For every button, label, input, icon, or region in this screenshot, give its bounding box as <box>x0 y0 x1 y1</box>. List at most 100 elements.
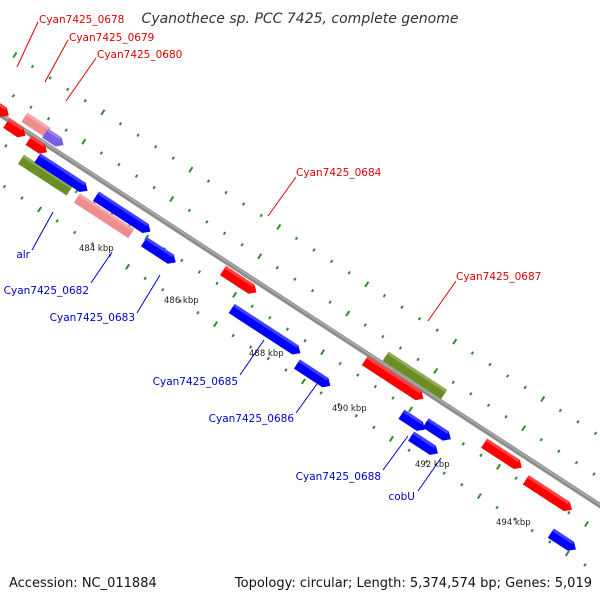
tick-mark <box>320 349 326 356</box>
tick-mark <box>328 300 332 304</box>
tick-mark <box>83 99 87 103</box>
gene-0684-shape[interactable] <box>219 265 260 297</box>
gene-0689-shape[interactable] <box>481 438 525 472</box>
gene-label-0680[interactable]: Cyan7425_0680 <box>97 49 182 61</box>
gene-0679-shape[interactable] <box>25 135 50 157</box>
gene-0685-shape[interactable] <box>228 303 304 358</box>
gene-0680-shape[interactable] <box>42 128 66 150</box>
gene-0685[interactable] <box>228 303 304 358</box>
tick-mark <box>356 373 360 377</box>
gene-0678-shape[interactable] <box>21 112 51 138</box>
gene-0682-highlight <box>78 193 135 232</box>
gene-0687-bar-shape[interactable] <box>382 351 448 400</box>
gene-0687-bar[interactable] <box>382 351 448 400</box>
gene-label-alr[interactable]: alr <box>16 249 30 261</box>
gene-cobU-highlight <box>412 431 436 449</box>
gene-0677-shape[interactable] <box>0 90 12 120</box>
callout-lines <box>16 21 457 492</box>
tick-mark <box>460 482 464 487</box>
gene-0689-highlight <box>485 438 520 463</box>
tick-mark <box>293 277 297 282</box>
tick-mark <box>452 338 458 345</box>
gene-0679[interactable] <box>25 135 50 157</box>
gene-label-0684[interactable]: Cyan7425_0684 <box>296 167 382 179</box>
tick-mark <box>213 321 218 328</box>
gene-0687-shape[interactable] <box>361 355 427 403</box>
tick-mark <box>30 64 35 69</box>
gene-0688-highlight <box>402 409 423 425</box>
gene-features <box>0 90 579 554</box>
gene-0681-shape[interactable] <box>34 153 90 195</box>
callout-0680 <box>65 57 97 102</box>
gene-0678[interactable] <box>21 112 51 138</box>
tick-mark <box>117 162 121 167</box>
tick-mark <box>442 471 446 475</box>
tick-mark <box>4 143 8 148</box>
tick-mark <box>55 219 59 223</box>
gene-0681[interactable] <box>34 153 90 195</box>
gene-0683-shape[interactable] <box>92 191 153 237</box>
gene-0683b-highlight <box>145 237 174 258</box>
callout-0683 <box>136 274 161 314</box>
gene-0690[interactable] <box>522 475 575 514</box>
tick-mark <box>81 138 87 145</box>
gene-0686[interactable] <box>293 359 334 390</box>
gene-0690-shape[interactable] <box>522 475 575 514</box>
gene-0686-highlight <box>298 359 329 381</box>
gene-0683b-shape[interactable] <box>140 237 179 267</box>
gene-label-0682[interactable]: Cyan7425_0682 <box>4 285 89 297</box>
gene-cobU[interactable] <box>408 431 441 458</box>
gene-cobU-shape[interactable] <box>408 431 441 458</box>
tick-mark <box>336 402 341 407</box>
gene-0684[interactable] <box>219 265 260 297</box>
tick-mark <box>391 396 395 400</box>
gene-0687-bar-highlight <box>386 351 448 393</box>
tick-mark <box>381 334 385 339</box>
tick-mark <box>451 380 455 385</box>
gene-0683b[interactable] <box>140 237 179 267</box>
tick-mark <box>143 276 147 281</box>
tick-mark <box>530 528 534 533</box>
gene-label-0678[interactable]: Cyan7425_0678 <box>39 14 124 26</box>
gene-0682[interactable] <box>73 193 135 239</box>
gene-0680[interactable] <box>42 128 66 150</box>
gene-0689[interactable] <box>481 438 525 472</box>
gene-label-cobU[interactable]: cobU <box>388 491 415 503</box>
gene-label-0686[interactable]: Cyan7425_0686 <box>209 413 295 425</box>
tick-mark <box>504 414 508 419</box>
gene-0688-shape[interactable] <box>398 409 427 435</box>
tick-mark <box>319 391 323 395</box>
tick-mark <box>196 310 200 315</box>
gene-label-0679[interactable]: Cyan7425_0679 <box>69 32 154 44</box>
tick-mark <box>382 293 387 298</box>
gene-0688b-shape[interactable] <box>422 418 454 444</box>
tick-mark <box>407 448 411 453</box>
tick-mark <box>224 190 228 195</box>
tick-mark <box>558 408 562 413</box>
tick-mark <box>496 463 501 470</box>
tick-mark <box>240 243 244 247</box>
gene-0691[interactable] <box>547 528 579 554</box>
gene-label-0683[interactable]: Cyan7425_0683 <box>50 312 135 324</box>
gene-alr-bar[interactable] <box>17 154 73 196</box>
tick-mark <box>152 185 156 190</box>
gene-label-0687[interactable]: Cyan7425_0687 <box>456 271 541 283</box>
gene-0688b[interactable] <box>422 418 454 444</box>
gene-label-0685[interactable]: Cyan7425_0685 <box>153 376 238 388</box>
gene-0686-shape[interactable] <box>293 359 334 390</box>
gene-0677[interactable] <box>0 90 12 120</box>
tick-mark <box>222 231 227 236</box>
gene-label-0688[interactable]: Cyan7425_0688 <box>296 471 381 483</box>
gene-0687[interactable] <box>361 355 427 403</box>
tick-mark <box>241 202 246 206</box>
gene-0688[interactable] <box>398 409 427 435</box>
gene-alr-bar-shape[interactable] <box>17 154 73 196</box>
gene-0679-arrow[interactable] <box>3 118 28 141</box>
gene-0683[interactable] <box>92 191 153 237</box>
tick-mark <box>232 291 238 298</box>
gene-0682-shape[interactable] <box>73 193 135 239</box>
gene-0691-shape[interactable] <box>547 528 579 554</box>
gene-0679-arrow-shape[interactable] <box>3 118 28 141</box>
tick-mark <box>285 327 290 332</box>
tick-mark <box>363 323 367 327</box>
